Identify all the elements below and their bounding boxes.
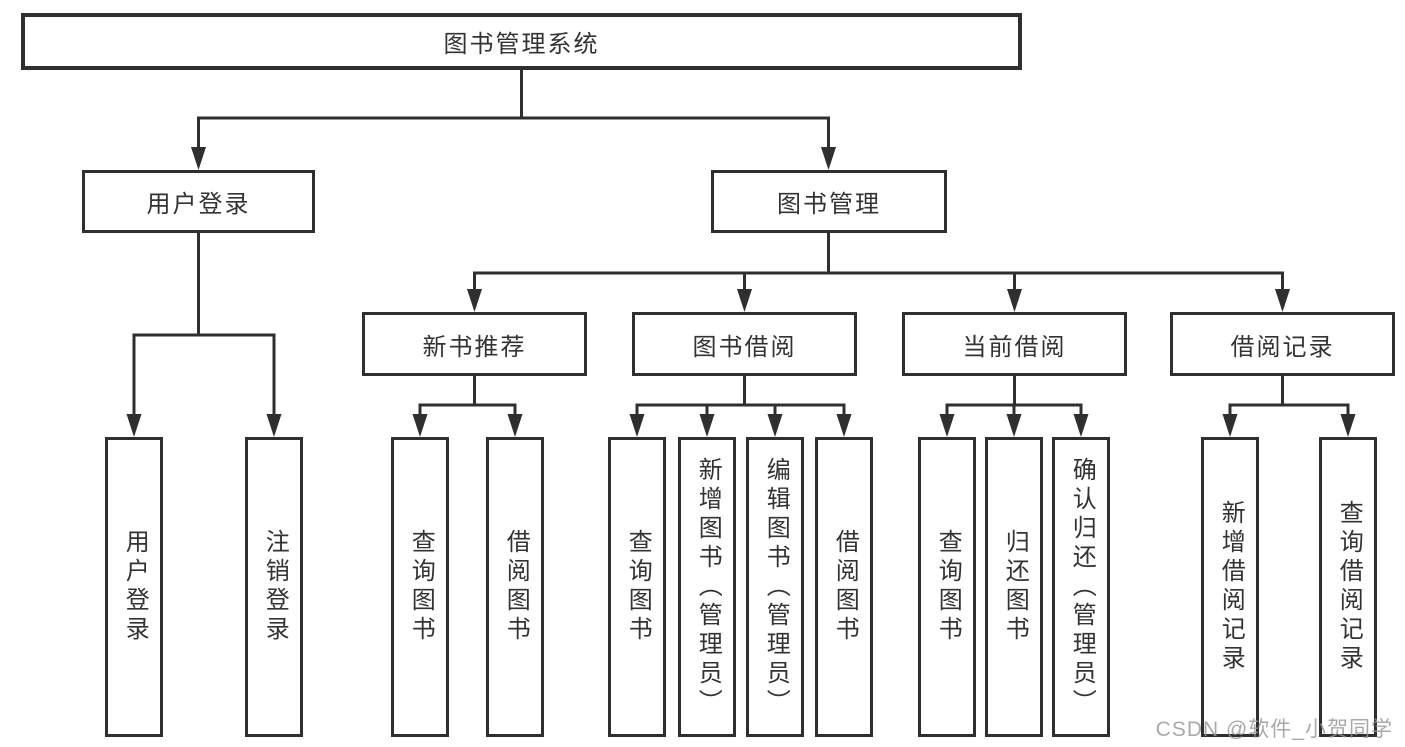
node-book-management: 图书管理 (711, 170, 947, 233)
node-leaf-add-book-admin: 新增图书（管理员） (678, 437, 736, 737)
node-leaf-borrow-books: 借阅图书 (815, 437, 873, 737)
node-leaf-edit-book-admin: 编辑图书（管理员） (746, 437, 804, 737)
node-leaf-confirm-return-admin: 确认归还（管理员） (1052, 437, 1110, 737)
node-leaf-borrow-books-recommend: 借阅图书 (486, 437, 544, 737)
node-book-borrow: 图书借阅 (632, 312, 857, 376)
node-new-book-recommend: 新书推荐 (362, 312, 587, 376)
node-leaf-return-book: 归还图书 (985, 437, 1043, 737)
node-leaf-logout: 注销登录 (245, 437, 303, 737)
node-current-borrow: 当前借阅 (902, 312, 1127, 376)
node-leaf-query-books-current: 查询图书 (918, 437, 976, 737)
node-leaf-query-borrow-record: 查询借阅记录 (1319, 437, 1377, 737)
watermark: CSDN @软件_小贺同学 (1155, 718, 1393, 741)
node-library-management-system: 图书管理系统 (21, 13, 1022, 70)
node-leaf-add-borrow-record: 新增借阅记录 (1201, 437, 1259, 737)
node-user-login: 用户登录 (82, 170, 315, 233)
node-leaf-user-login: 用户登录 (105, 437, 163, 737)
node-leaf-query-books-recommend: 查询图书 (391, 437, 449, 737)
node-borrow-records: 借阅记录 (1170, 312, 1395, 376)
node-leaf-query-books-borrow: 查询图书 (608, 437, 666, 737)
